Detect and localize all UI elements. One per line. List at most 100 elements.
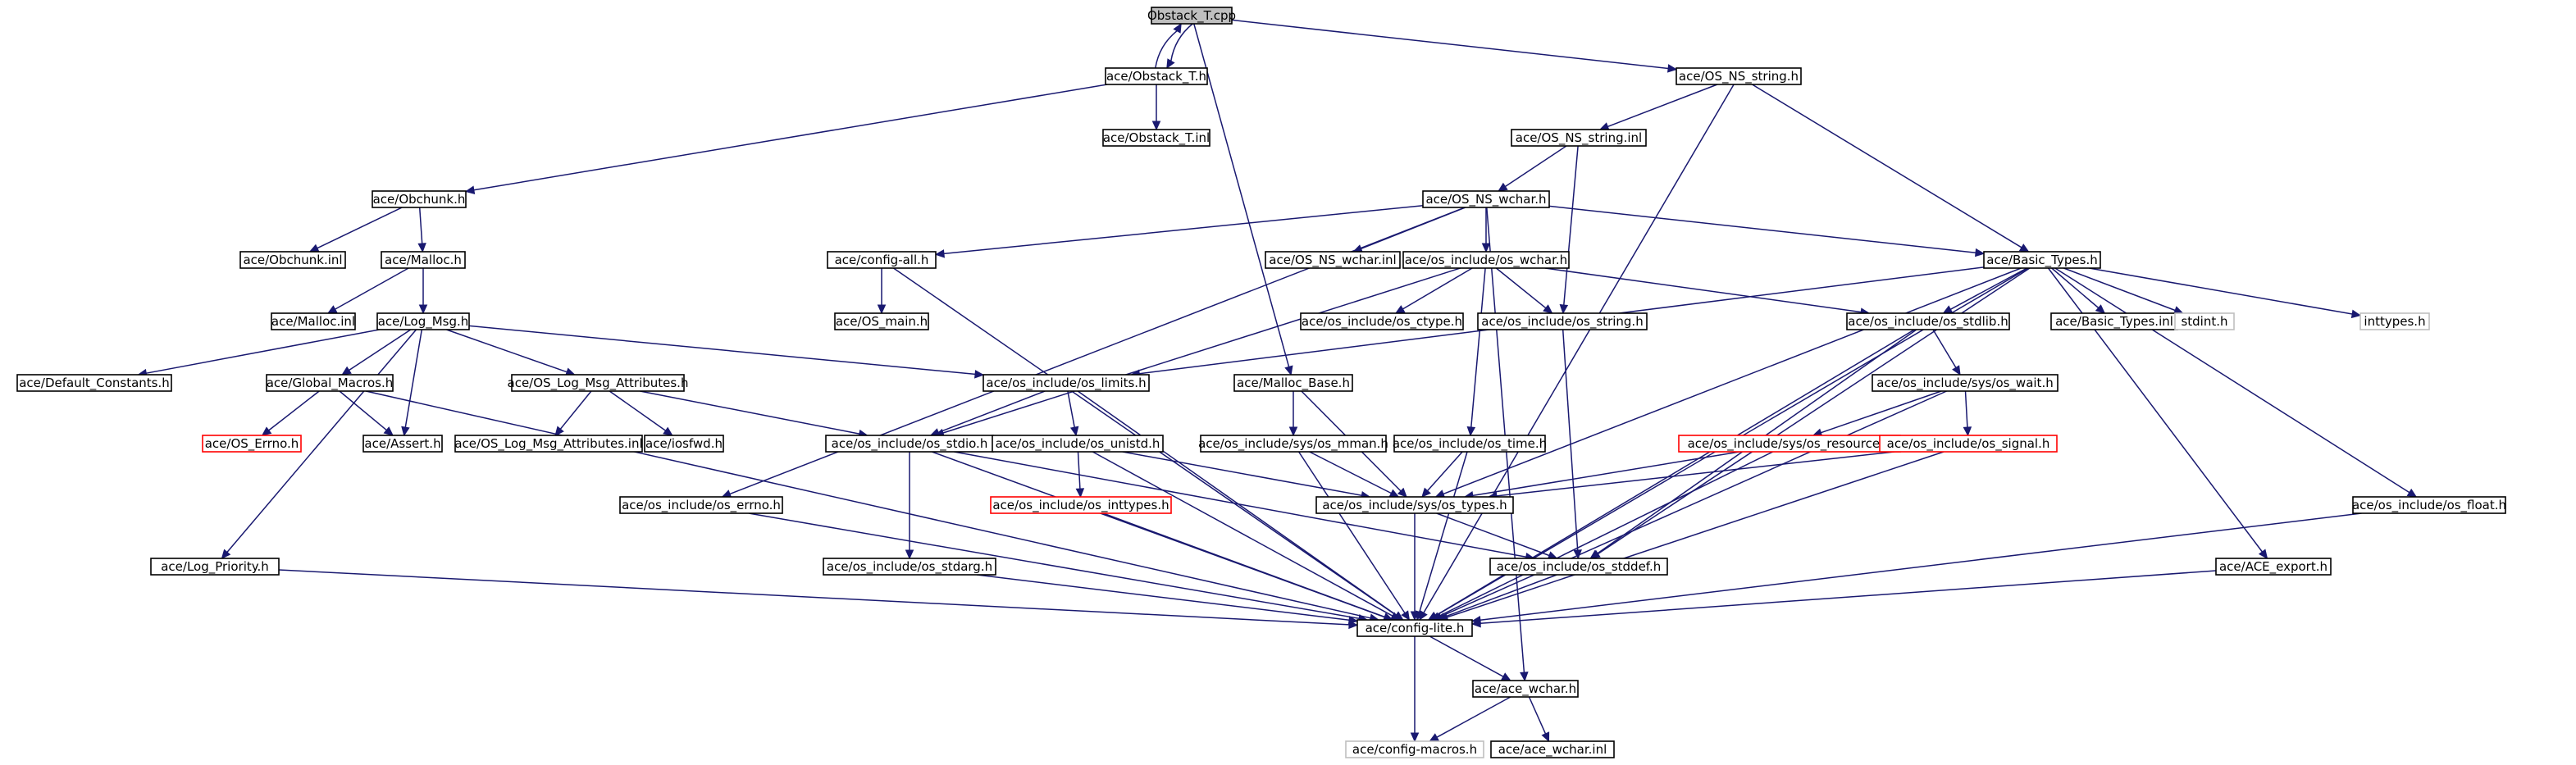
arrowhead-icon [418, 304, 428, 315]
edge-os-wchar-h-to-os-stdlib-h [1544, 267, 1871, 316]
node-obchunk-inl[interactable]: ace/Obchunk.inl [239, 251, 346, 269]
arrowhead-icon [554, 426, 564, 436]
node-config-lite-h[interactable]: ace/config-lite.h [1356, 619, 1473, 637]
node-label: ace/Default_Constants.h [19, 376, 170, 391]
node-label: ace/OS_Log_Msg_Attributes.h [508, 376, 689, 391]
edge-line [1496, 451, 1895, 497]
edge-line [1949, 267, 2027, 310]
arrowhead-icon [1667, 64, 1678, 73]
node-box [372, 190, 467, 208]
node-os-ctype-h[interactable]: ace/os_include/os_ctype.h [1300, 312, 1464, 330]
arrowhead-icon [663, 426, 673, 436]
node-os-wchar-h[interactable]: ace/os_include/os_wchar.h [1402, 251, 1570, 269]
node-stdint-h[interactable]: stdint.h [2174, 312, 2235, 330]
node-os-sys-mman-h[interactable]: ace/os_include/sys/os_mman.h [1198, 435, 1388, 453]
arrowhead-icon [934, 249, 945, 258]
node-os-ns-wchar-h[interactable]: ace/OS_NS_wchar.h [1422, 190, 1550, 208]
edge-basic-types-h-to-os-stdlib-h [1942, 267, 2027, 314]
node-malloc-base-h[interactable]: ace/Malloc_Base.h [1233, 374, 1353, 392]
arrowhead-icon [1173, 22, 1182, 34]
node-global-macros-h[interactable]: ace/Global_Macros.h [266, 374, 394, 392]
node-config-macros-h[interactable]: ace/config-macros.h [1345, 740, 1484, 758]
node-os-log-msg-attributes-h[interactable]: ace/OS_Log_Msg_Attributes.h [508, 374, 689, 392]
arrowhead-icon [261, 426, 272, 436]
arrowhead-icon [1166, 58, 1175, 70]
node-os-sys-wait-h[interactable]: ace/os_include/sys/os_wait.h [1872, 374, 2059, 392]
node-default-constants-h[interactable]: ace/Default_Constants.h [16, 374, 172, 392]
node-label: ace/config-all.h [835, 253, 929, 267]
node-os-ns-string-h[interactable]: ace/OS_NS_string.h [1676, 67, 1802, 85]
node-basic-types-h[interactable]: ace/Basic_Types.h [1983, 251, 2101, 269]
edge-os-ns-wchar-h-to-config-all-h [934, 204, 1424, 258]
node-inttypes-h[interactable]: inttypes.h [2359, 312, 2430, 330]
edge-line [1964, 390, 1968, 428]
node-os-sys-resource-h[interactable]: ace/os_include/sys/os_resource.h [1678, 435, 1901, 453]
node-os-main-h[interactable]: ace/OS_main.h [834, 312, 929, 330]
node-os-sys-types-h[interactable]: ace/os_include/sys/os_types.h [1315, 496, 1514, 514]
node-os-ns-wchar-inl[interactable]: ace/OS_NS_wchar.inl [1265, 251, 1401, 269]
edge-os-sys-resource-h-to-os-sys-types-h [1463, 451, 1740, 500]
arrowhead-icon [2018, 244, 2030, 253]
node-os-float-h[interactable]: ace/os_include/os_float.h [2352, 496, 2506, 514]
node-box [16, 374, 172, 392]
arrowhead-icon [1942, 305, 1954, 314]
edge-line [1067, 390, 1075, 428]
node-box [376, 312, 470, 330]
arrowhead-icon [1388, 489, 1400, 498]
edge-global-macros-h-to-assert-h [339, 390, 394, 436]
node-os-stddef-h[interactable]: ace/os_include/os_stddef.h [1489, 558, 1668, 576]
node-box [1511, 129, 1647, 147]
node-os-unistd-h[interactable]: ace/os_include/os_unistd.h [992, 435, 1164, 453]
node-os-inttypes-h[interactable]: ace/os_include/os_inttypes.h [990, 496, 1172, 514]
node-label: ace/Malloc_Base.h [1237, 376, 1350, 391]
node-os-ns-string-inl[interactable]: ace/OS_NS_string.inl [1511, 129, 1647, 147]
edge-log-msg-h-to-os-log-msg-attributes-h [446, 329, 576, 376]
edge-os-wchar-h-to-os-ctype-h [1394, 267, 1473, 314]
node-obstack-t-cpp[interactable]: Obstack_T.cpp [1147, 7, 1236, 25]
node-iosfwd-h[interactable]: ace/iosfwd.h [644, 435, 724, 453]
node-os-signal-h[interactable]: ace/os_include/os_signal.h [1879, 435, 2058, 453]
node-label: ace/os_include/os_stdarg.h [827, 559, 992, 575]
node-obstack-t-inl[interactable]: ace/Obstack_T.inl [1102, 129, 1210, 147]
node-assert-h[interactable]: ace/Assert.h [362, 435, 443, 453]
node-os-errno-h-ace[interactable]: ace/OS_Errno.h [202, 435, 302, 453]
edge-line [640, 390, 859, 435]
edge-ace-wchar-h-to-ace-wchar-inl [1528, 696, 1550, 743]
node-label: ace/os_include/sys/os_types.h [1322, 498, 1507, 513]
node-malloc-inl[interactable]: ace/Malloc.inl [271, 312, 356, 330]
node-label: ace/config-macros.h [1352, 742, 1477, 757]
edge-basic-types-h-to-basic-types-inl [2051, 267, 2106, 314]
node-label: ace/Assert.h [364, 436, 440, 451]
edge-os-log-msg-attributes-h-to-os-log-msg-attributes-inl [554, 390, 592, 436]
node-ace-wchar-h[interactable]: ace/ace_wchar.h [1472, 680, 1579, 698]
node-os-string-h[interactable]: ace/os_include/os_string.h [1477, 312, 1648, 330]
node-os-log-msg-attributes-inl[interactable]: ace/OS_Log_Msg_Attributes.inl [454, 435, 643, 453]
arrowhead-icon [1151, 121, 1161, 131]
node-label: ace/Obchunk.inl [243, 253, 342, 267]
node-label: ace/os_include/os_unistd.h [996, 436, 1160, 452]
node-basic-types-inl[interactable]: ace/Basic_Types.inl [2050, 312, 2178, 330]
node-log-msg-h[interactable]: ace/Log_Msg.h [376, 312, 470, 330]
edge-config-all-h-to-os-main-h [877, 268, 887, 315]
node-os-stdlib-h[interactable]: ace/os_include/os_stdlib.h [1846, 312, 2010, 330]
edge-line [1607, 84, 1718, 128]
node-os-errno-h[interactable]: ace/os_include/os_errno.h [619, 496, 783, 514]
node-obchunk-h[interactable]: ace/Obchunk.h [372, 190, 467, 208]
edge-os-stdarg-h-to-config-lite-h [977, 574, 1359, 625]
edge-line [1193, 23, 1290, 367]
node-ace-wchar-inl[interactable]: ace/ace_wchar.inl [1490, 740, 1615, 758]
edge-os-wchar-h-to-os-string-h [1495, 267, 1553, 314]
edge-line [1443, 574, 1557, 618]
node-os-limits-h[interactable]: ace/os_include/os_limits.h [983, 374, 1150, 392]
node-os-stdio-h[interactable]: ace/os_include/os_stdio.h [825, 435, 994, 453]
arrowhead-icon [1520, 672, 1529, 682]
node-os-time-h[interactable]: ace/os_include/os_time.h [1393, 435, 1547, 453]
node-log-priority-h[interactable]: ace/Log_Priority.h [150, 558, 280, 576]
node-ace-export-h[interactable]: ace/ACE_export.h [2215, 558, 2332, 576]
edges-layer [137, 19, 2418, 743]
node-config-all-h[interactable]: ace/config-all.h [827, 251, 937, 269]
node-malloc-h[interactable]: ace/Malloc.h [381, 251, 466, 269]
node-obstack-t-h[interactable]: ace/Obstack_T.h [1105, 67, 1208, 85]
node-os-stdarg-h[interactable]: ace/os_include/os_stdarg.h [823, 558, 996, 576]
edge-basic-types-h-to-os-stddef-h [1590, 267, 2031, 559]
